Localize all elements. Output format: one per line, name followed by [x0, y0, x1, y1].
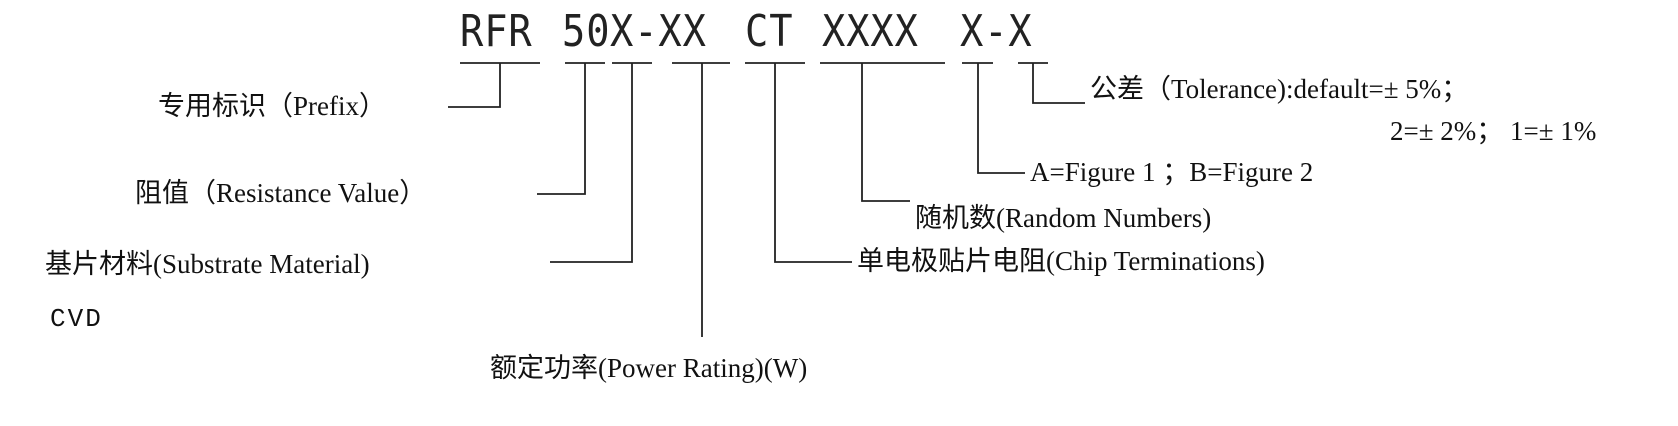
connector-figure [977, 63, 1025, 174]
pn-segment-resistance: 50 [562, 6, 611, 57]
connector-tolerance [1032, 63, 1085, 104]
connector-resistance [537, 63, 586, 195]
pn-segment-prefix: RFR [460, 6, 533, 57]
connector-random [861, 63, 910, 202]
label-tolerance: 公差（Tolerance):default=± 5%； [1090, 74, 1469, 104]
connector-terminations [774, 63, 852, 263]
label-power-rating: 额定功率(Power Rating)(W) [490, 353, 808, 383]
connector-prefix [448, 63, 501, 108]
label-prefix: 专用标识（Prefix） [158, 91, 386, 121]
connector-substrate [550, 63, 633, 263]
label-chip-terminations: 单电极贴片电阻(Chip Terminations) [857, 246, 1265, 276]
label-figure-option: A=Figure 1 ；B=Figure 2 [1030, 157, 1314, 187]
label-random-numbers: 随机数(Random Numbers) [915, 203, 1212, 233]
pn-segment-substrate-power: X-XX [610, 6, 707, 57]
label-substrate-material: 基片材料(Substrate Material) [45, 249, 370, 279]
pn-segment-random: XXXX [822, 6, 919, 57]
pn-segment-terminations: CT [745, 6, 794, 57]
label-resistance-value: 阻值（Resistance Value） [135, 178, 427, 208]
pn-segment-figure-tolerance: X-X [960, 6, 1033, 57]
label-substrate-note: CVD [50, 304, 103, 334]
label-tolerance-options: 2=± 2%； 1=± 1% [1390, 116, 1597, 146]
